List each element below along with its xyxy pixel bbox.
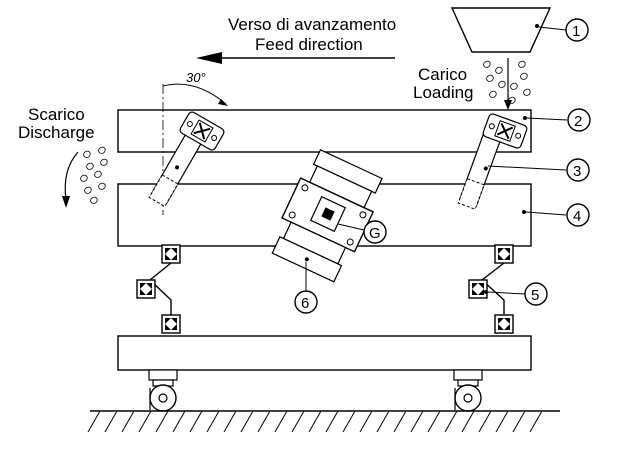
- callout-3: 3: [487, 158, 590, 182]
- svg-text:6: 6: [301, 295, 309, 312]
- discharge-label-italian: Scarico: [28, 105, 85, 124]
- callout-1: 1: [565, 18, 589, 42]
- loading-granules: [483, 60, 531, 104]
- right-support-link: [457, 113, 528, 210]
- right-spring-assembly: [468, 244, 514, 334]
- ground-hatch-line: [529, 410, 543, 433]
- ground-hatch-line: [478, 410, 492, 433]
- ground-hatch-line: [410, 410, 424, 433]
- svg-text:2: 2: [574, 113, 582, 130]
- svg-text:5: 5: [531, 287, 539, 304]
- svg-text:4: 4: [573, 208, 581, 225]
- ground-hatch-line: [257, 410, 271, 433]
- svg-text:3: 3: [573, 163, 581, 180]
- ground-hatch-line: [495, 410, 509, 433]
- callout-2: 2: [523, 108, 591, 132]
- discharge-granules: [80, 146, 108, 204]
- ground-hatch-line: [342, 410, 356, 433]
- feed-direction-arrow: [196, 52, 395, 64]
- ground-hatch-line: [461, 410, 475, 433]
- bottom-base: [117, 335, 532, 371]
- left-support-link: 30°: [148, 70, 228, 215]
- angle-label: 30°: [186, 70, 206, 85]
- ground-hatch-line: [444, 410, 458, 433]
- ground-hatch-line: [274, 410, 288, 433]
- svg-text:1: 1: [572, 23, 580, 40]
- callout-5: 5: [484, 282, 548, 306]
- ground-hatch-line: [104, 410, 118, 433]
- ground-hatch-line: [189, 410, 203, 433]
- ground-hatch-line: [427, 410, 441, 433]
- left-spring-assembly: [136, 244, 181, 334]
- ground-hatch-line: [138, 410, 152, 433]
- ground-hatch-line: [291, 410, 305, 433]
- ground-hatch-line: [240, 410, 254, 433]
- ground-hatch-line: [155, 410, 169, 433]
- ground-hatch-line: [325, 410, 339, 433]
- discharge-arrow: [62, 151, 79, 208]
- ground-hatch-line: [376, 410, 390, 433]
- ground-hatch-line: [223, 410, 237, 433]
- left-caster-wheel: [148, 369, 178, 412]
- vibration-motor: [271, 148, 383, 283]
- ground-hatch-line: [512, 410, 526, 433]
- feed-direction-english: Feed direction: [255, 35, 363, 54]
- ground-hatch-line: [393, 410, 407, 433]
- loading-label-italian: Carico: [418, 65, 467, 84]
- discharge-label-english: Discharge: [18, 123, 95, 142]
- hopper: [450, 7, 567, 53]
- right-caster-wheel: [453, 369, 483, 412]
- loading-label-english: Loading: [413, 83, 474, 102]
- ground-hatch-line: [172, 410, 186, 433]
- feed-direction-italian: Verso di avanzamento: [228, 15, 396, 34]
- ground-hatch-line: [308, 410, 322, 433]
- ground-hatch-line: [121, 410, 135, 433]
- ground: [87, 410, 560, 433]
- svg-text:G: G: [369, 225, 381, 242]
- callout-g: G: [337, 220, 387, 244]
- ground-hatch-line: [359, 410, 373, 433]
- loading-arrow: [504, 58, 512, 110]
- callout-6: 6: [294, 262, 318, 314]
- ground-hatch-line: [206, 410, 220, 433]
- ground-hatch-line: [87, 410, 101, 433]
- callout-4: 4: [522, 203, 590, 227]
